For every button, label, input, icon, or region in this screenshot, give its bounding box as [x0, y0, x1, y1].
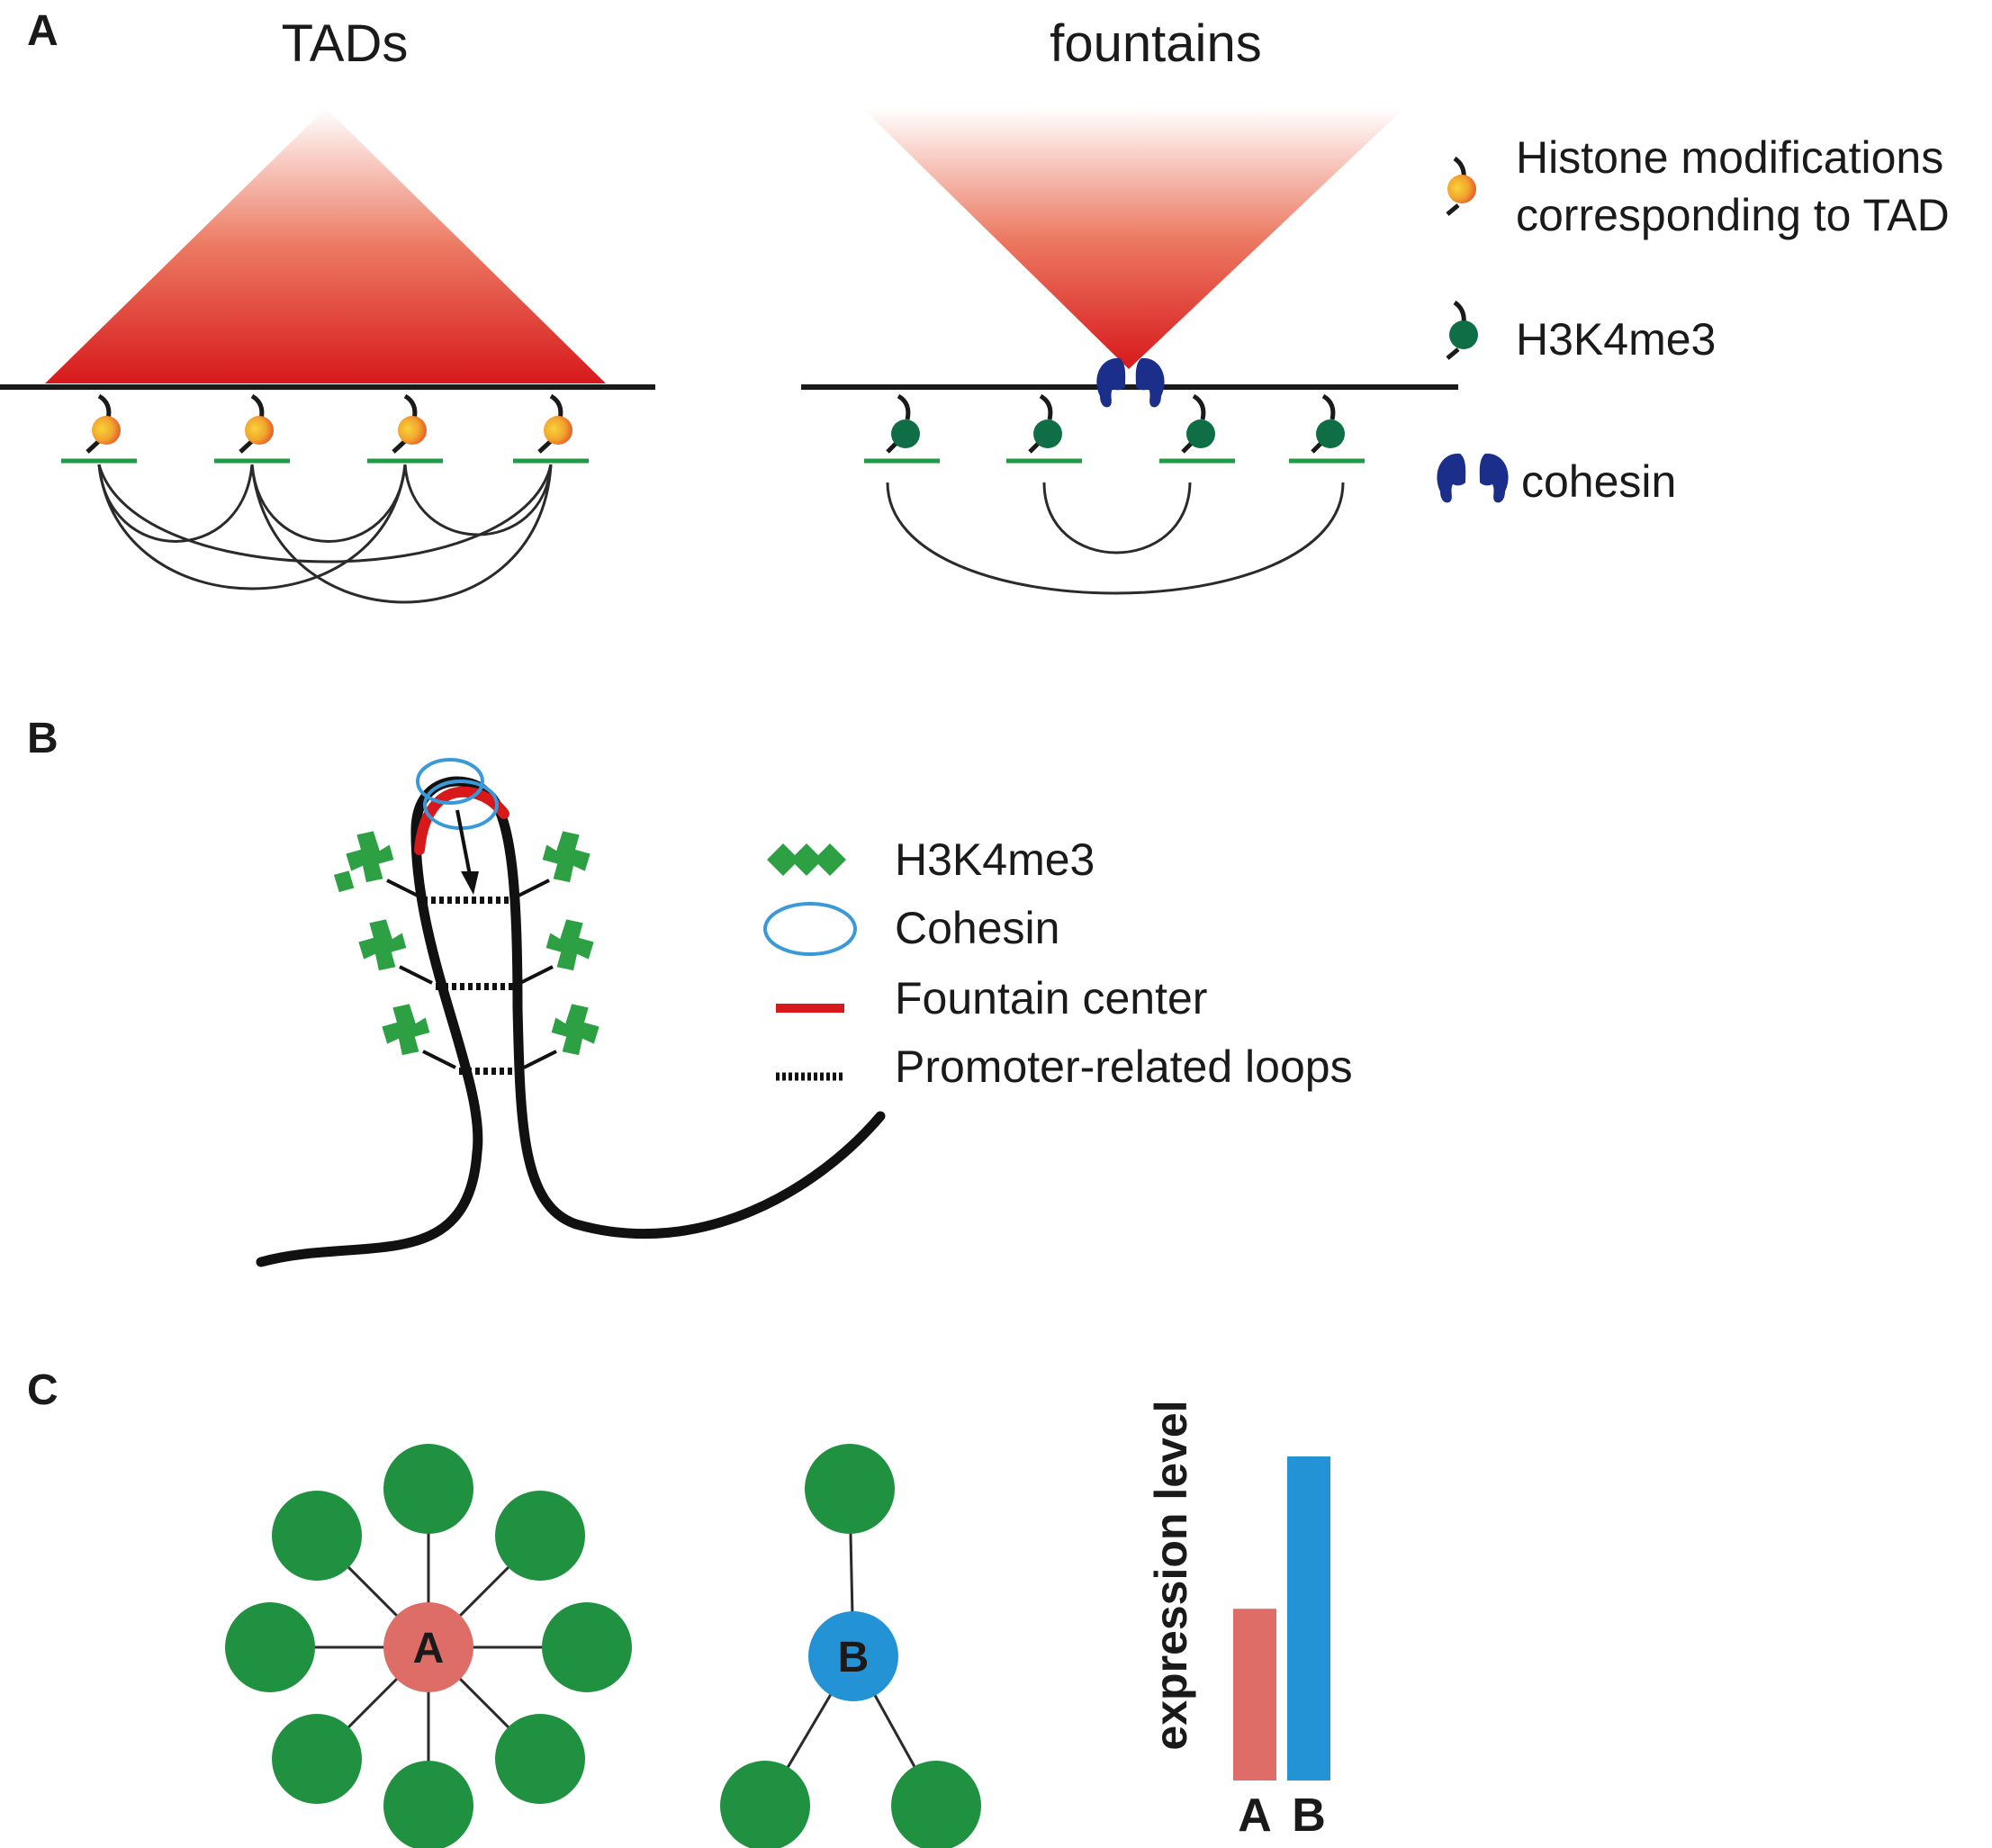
h3k4me3-icon — [1186, 419, 1215, 448]
promoter-loops — [423, 897, 520, 1075]
legend-cohesin: cohesin — [1437, 453, 1676, 507]
panel-a-letter: A — [27, 7, 59, 55]
tad-site-1 — [61, 393, 137, 464]
tad-site-2 — [214, 393, 290, 464]
tad-loops — [97, 464, 553, 604]
neighbor-node — [272, 1491, 362, 1581]
cohesin-icon — [1096, 357, 1165, 408]
h3k4me3-icon — [891, 419, 920, 448]
legend-b-fountain-center: Fountain center — [895, 973, 1207, 1023]
hub-b-neighbors — [720, 1444, 981, 1848]
hub-b-label: B — [838, 1634, 870, 1681]
h3k4me3-marks — [333, 831, 599, 1069]
fountain-site-3 — [1159, 393, 1235, 464]
panel-c: C A — [27, 1366, 1330, 1848]
legend-histone-line1: Histone modifications — [1516, 132, 1943, 183]
legend-b-cohesin: Cohesin — [895, 903, 1059, 953]
fountain-cone — [862, 108, 1404, 369]
legend-cohesin-label: cohesin — [1521, 456, 1676, 507]
histone-mod-icon — [1447, 175, 1476, 203]
legend-b-promoter-loops: Promoter-related loops — [895, 1041, 1353, 1092]
panel-a-legend: Histone modifications corresponding to T… — [1437, 132, 1950, 507]
neighbor-node — [495, 1714, 585, 1804]
neighbor-node — [495, 1491, 585, 1581]
cohesin-ring-icon — [763, 902, 857, 956]
neighbor-node — [225, 1602, 315, 1692]
fountain-sites — [864, 393, 1365, 464]
legend-h3k4me3: H3K4me3 — [1446, 300, 1716, 365]
bar-a — [1233, 1609, 1276, 1780]
legend-histone-modifications: Histone modifications corresponding to T… — [1446, 132, 1950, 240]
hub-a-network: A — [225, 1444, 632, 1848]
h3k4me3-icon — [1033, 419, 1062, 448]
tads-title: TADs — [282, 14, 409, 73]
panel-b-letter: B — [27, 715, 59, 762]
cohesin-icon — [1437, 453, 1509, 503]
neighbor-node — [805, 1444, 895, 1534]
legend-b-h3k4me3: H3K4me3 — [895, 834, 1095, 885]
hub-b-network: B — [720, 1444, 981, 1848]
histone-mod-icon — [92, 416, 121, 445]
x-tick-label: B — [1292, 1789, 1326, 1842]
panel-b-legend: H3K4me3 Cohesin Fountain center Promoter… — [763, 834, 1353, 1092]
fountain-loops — [886, 482, 1345, 595]
hub-a-label: A — [413, 1625, 445, 1672]
panel-a: A TADs fountains — [0, 7, 1950, 604]
y-axis-label: expression level — [1146, 1400, 1196, 1750]
cohesin-ring-icon — [416, 758, 484, 805]
panel-c-letter: C — [27, 1366, 59, 1414]
histone-mod-icon — [245, 416, 274, 445]
fountains-title: fountains — [1050, 14, 1261, 73]
hub-a-neighbors — [225, 1444, 632, 1848]
tad-triangle — [45, 108, 606, 383]
h3k4me3-zigzag-icon — [333, 831, 599, 1056]
h3k4me3-icon — [1316, 419, 1345, 448]
tad-site-4 — [513, 393, 589, 464]
neighbor-node — [383, 1444, 473, 1534]
neighbor-node — [542, 1602, 632, 1692]
extrusion-arrow — [455, 809, 472, 876]
neighbor-node — [720, 1761, 810, 1848]
bar-b — [1287, 1456, 1330, 1780]
tad-site-3 — [367, 393, 443, 464]
histone-mod-icon — [544, 416, 572, 445]
tad-sites — [61, 393, 589, 464]
legend-h3k4me3-label: H3K4me3 — [1516, 314, 1716, 365]
fountain-site-4 — [1289, 393, 1365, 464]
fountain-site-2 — [1006, 393, 1082, 464]
fountain-center-segment — [414, 786, 509, 855]
arrow-head-icon — [461, 871, 479, 895]
fountain-site-1 — [864, 393, 940, 464]
histone-mod-icon — [398, 416, 427, 445]
h3k4me3-zigzag-icon — [767, 843, 846, 876]
x-tick-label: A — [1238, 1789, 1272, 1842]
hub-a-node — [383, 1602, 473, 1692]
hub-b-node — [808, 1611, 898, 1701]
neighbor-node — [891, 1761, 981, 1848]
neighbor-node — [383, 1761, 473, 1848]
neighbor-node — [272, 1714, 362, 1804]
h3k4me3-icon — [1449, 320, 1478, 349]
panel-b: B — [27, 715, 1353, 1267]
legend-histone-line2: corresponding to TAD — [1516, 190, 1950, 240]
